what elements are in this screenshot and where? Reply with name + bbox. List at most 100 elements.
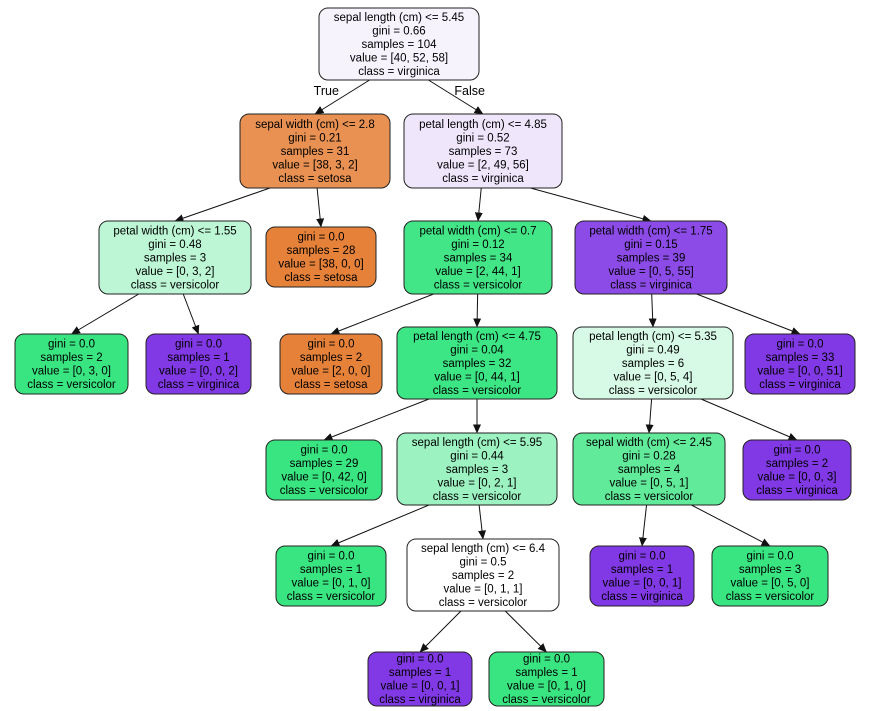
edge-n3-n7 bbox=[71, 293, 140, 335]
node-box-versicolor bbox=[488, 651, 605, 707]
node-box-virginica bbox=[318, 7, 480, 81]
node-box-versicolor bbox=[403, 220, 553, 295]
edge-n11-n16 bbox=[700, 398, 798, 441]
node-box-versicolor bbox=[14, 333, 129, 395]
node-value-label: value = [0, 0, 1] bbox=[603, 578, 682, 590]
node-split-label: petal length (cm) <= 4.85 bbox=[419, 119, 547, 131]
node-value-label: value = [0, 1, 1] bbox=[444, 583, 523, 595]
node-value-label: value = [0, 2, 1] bbox=[438, 477, 517, 489]
node-value-label: value = [2, 49, 56] bbox=[437, 159, 529, 171]
node-gini-label: gini = 0.0 bbox=[397, 654, 444, 666]
node-samples-label: samples = 3 bbox=[739, 564, 801, 576]
node-class-label: class = versicolor bbox=[434, 279, 523, 291]
node-samples-label: samples = 28 bbox=[287, 245, 356, 257]
edge-n3-n8 bbox=[182, 293, 200, 335]
node-class-label: class = virginica bbox=[601, 591, 683, 603]
tree-node-n5: petal width (cm) <= 0.7 gini = 0.12sample… bbox=[403, 220, 553, 295]
node-split-label: petal length (cm) <= 4.75 bbox=[413, 331, 541, 343]
edge-n1-n4 bbox=[316, 187, 325, 228]
node-value-label: value = [0, 42, 0] bbox=[281, 472, 366, 484]
edge-n6-n11 bbox=[648, 293, 657, 328]
node-box-versicolor bbox=[396, 326, 558, 400]
node-box-virginica bbox=[145, 333, 252, 395]
edge-n0-n2 bbox=[428, 79, 484, 115]
node-gini-label: gini = 0.0 bbox=[308, 339, 355, 351]
node-value-label: value = [38, 3, 2] bbox=[272, 159, 357, 171]
node-box-versicolor bbox=[98, 220, 252, 295]
node-samples-label: samples = 2 bbox=[40, 352, 102, 364]
edge-n15-n20 bbox=[691, 504, 771, 547]
node-gini-label: gini = 0.0 bbox=[777, 339, 824, 351]
edge-label-false: False bbox=[454, 84, 485, 98]
node-value-label: value = [0, 0, 1] bbox=[381, 681, 460, 693]
node-box-setosa bbox=[279, 333, 383, 395]
node-value-label: value = [0, 5, 4] bbox=[614, 371, 693, 383]
node-gini-label: gini = 0.15 bbox=[624, 239, 677, 251]
node-value-label: value = [40, 52, 58] bbox=[350, 52, 448, 64]
node-gini-label: gini = 0.0 bbox=[619, 551, 666, 563]
node-split-label: sepal length (cm) <= 5.95 bbox=[412, 437, 542, 449]
node-box-versicolor bbox=[572, 326, 734, 400]
node-samples-label: samples = 33 bbox=[766, 352, 835, 364]
node-gini-label: gini = 0.44 bbox=[450, 450, 504, 462]
node-box-virginica bbox=[742, 439, 852, 501]
node-class-label: class = versicolor bbox=[605, 491, 694, 503]
node-class-label: class = virginica bbox=[759, 379, 841, 391]
node-value-label: value = [0, 0, 2] bbox=[159, 366, 238, 378]
node-samples-label: samples = 6 bbox=[622, 358, 684, 370]
node-class-label: class = versicolor bbox=[27, 379, 116, 391]
node-split-label: petal width (cm) <= 0.7 bbox=[420, 225, 537, 237]
node-samples-label: samples = 4 bbox=[618, 464, 681, 476]
edge-n14-n17 bbox=[330, 504, 430, 547]
node-class-label: class = virginica bbox=[610, 279, 692, 291]
node-value-label: value = [0, 5, 0] bbox=[731, 578, 810, 590]
node-samples-label: samples = 34 bbox=[444, 252, 513, 264]
node-class-label: class = versicolor bbox=[433, 491, 522, 503]
node-samples-label: samples = 2 bbox=[452, 570, 514, 582]
node-gini-label: gini = 0.12 bbox=[451, 239, 504, 251]
node-samples-label: samples = 104 bbox=[361, 39, 437, 51]
edge-n6-n12 bbox=[696, 293, 801, 335]
node-gini-label: gini = 0.28 bbox=[622, 450, 675, 462]
node-class-label: class = setosa bbox=[294, 379, 368, 391]
node-samples-label: samples = 1 bbox=[167, 352, 229, 364]
node-box-virginica bbox=[367, 651, 473, 707]
node-gini-label: gini = 0.48 bbox=[148, 239, 201, 251]
node-class-label: class = versicolor bbox=[287, 591, 376, 603]
edge-n5-n9 bbox=[330, 293, 434, 335]
node-samples-label: samples = 1 bbox=[389, 667, 451, 679]
edge-n14-n18 bbox=[478, 504, 487, 540]
node-box-versicolor bbox=[275, 545, 387, 607]
node-box-virginica bbox=[403, 113, 563, 189]
edge-n10-n13 bbox=[323, 398, 430, 441]
node-box-versicolor bbox=[711, 545, 829, 607]
node-box-versicolor bbox=[406, 538, 560, 612]
node-split-label: petal length (cm) <= 5.35 bbox=[589, 331, 717, 343]
node-box-versicolor bbox=[396, 432, 558, 506]
node-samples-label: samples = 73 bbox=[449, 146, 518, 158]
node-class-label: class = versicolor bbox=[502, 694, 591, 706]
node-value-label: value = [0, 3, 0] bbox=[32, 366, 111, 378]
edge-n1-n3 bbox=[174, 187, 271, 222]
watermark-text: 云栖社区 yq.aliyun.com bbox=[650, 679, 858, 702]
node-gini-label: gini = 0.21 bbox=[288, 132, 341, 144]
node-gini-label: gini = 0.66 bbox=[372, 25, 425, 37]
node-split-label: sepal width (cm) <= 2.8 bbox=[255, 119, 375, 131]
node-value-label: value = [0, 0, 51] bbox=[757, 366, 842, 378]
node-gini-label: gini = 0.0 bbox=[523, 654, 570, 666]
